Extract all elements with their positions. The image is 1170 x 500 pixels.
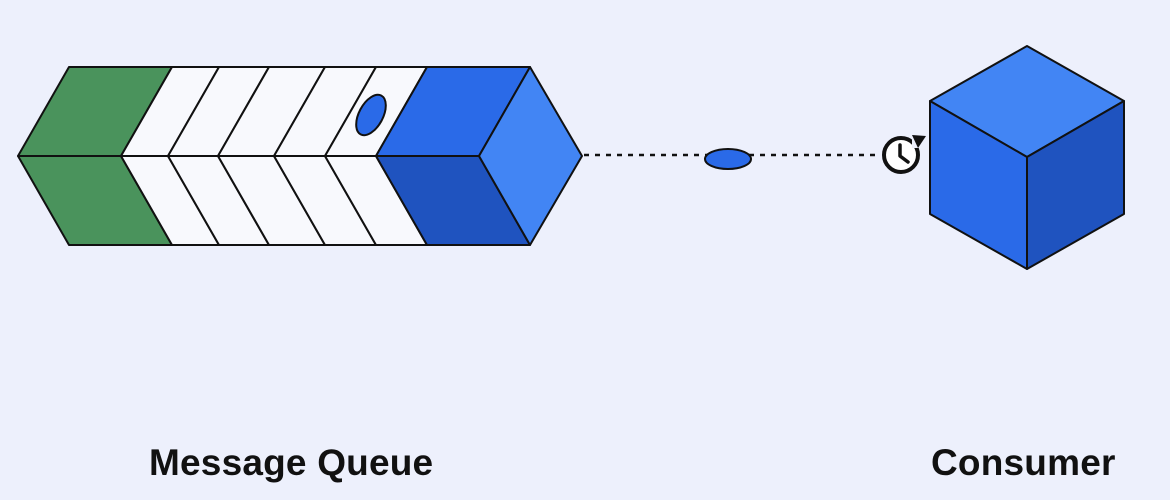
consumer-label: Consumer: [931, 442, 1116, 483]
message-queue: [17, 66, 583, 246]
in-flight-message: [704, 148, 752, 170]
consumer-cube: [929, 45, 1125, 270]
queued-message: [355, 93, 387, 137]
queue-head-segment: [375, 66, 583, 246]
clock-refresh-icon: [882, 135, 926, 174]
message-queue-label: Message Queue: [149, 442, 434, 483]
